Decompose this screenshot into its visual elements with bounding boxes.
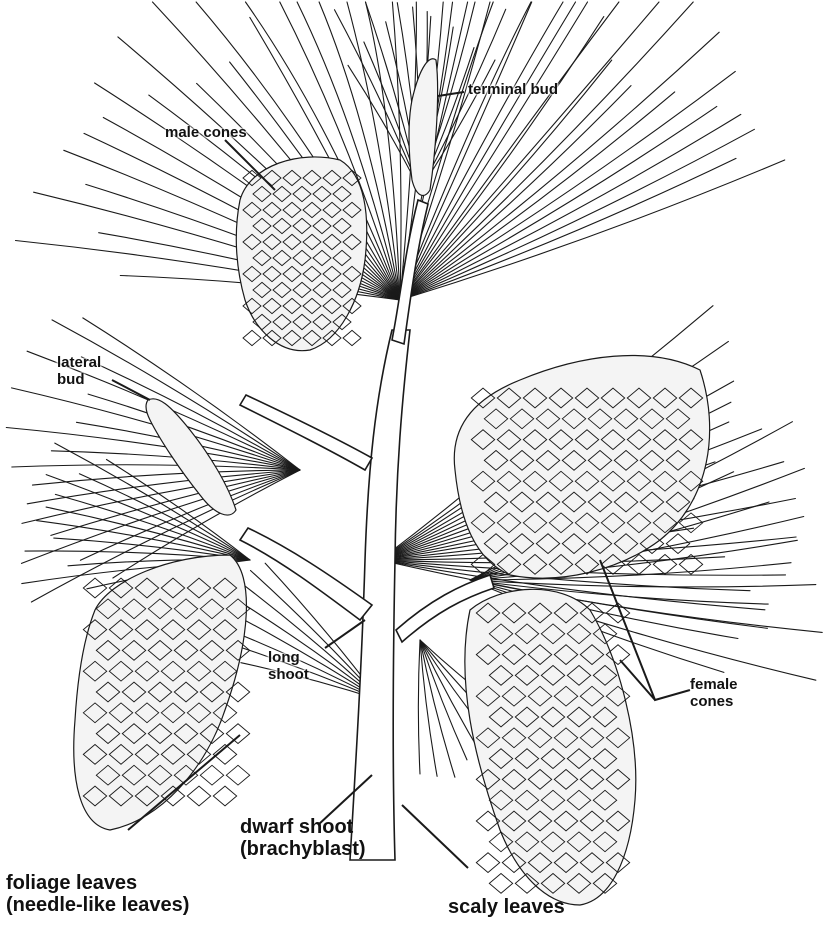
label-terminal-bud: terminal bud bbox=[468, 82, 558, 99]
cone-scale bbox=[243, 330, 261, 345]
label-long-shoot: long shoot bbox=[268, 650, 309, 684]
leader-long-shoot bbox=[325, 620, 365, 648]
label-lateral-bud-line2: bud bbox=[57, 372, 101, 389]
cone-scale bbox=[187, 786, 210, 806]
cone-scale bbox=[200, 765, 223, 785]
cone-scale bbox=[343, 330, 361, 345]
label-male-cones: male cones bbox=[165, 125, 247, 142]
leader-scaly-leaves bbox=[402, 805, 468, 868]
needle bbox=[27, 470, 300, 504]
label-dwarf-shoot-line1: dwarf shoot bbox=[240, 816, 366, 838]
cone-scale bbox=[476, 853, 499, 873]
needle bbox=[418, 640, 420, 774]
lateral-branch-stem bbox=[240, 395, 372, 470]
label-female-cones-line2: cones bbox=[690, 694, 738, 711]
needle bbox=[400, 32, 719, 300]
needle bbox=[12, 465, 300, 470]
label-dwarf-shoot: dwarf shoot (brachyblast) bbox=[240, 816, 366, 861]
label-foliage-leaves-line2: (needle-like leaves) bbox=[6, 894, 189, 916]
cone-scale bbox=[83, 578, 106, 598]
female-cone-left bbox=[74, 555, 247, 830]
lateral-bud-shape bbox=[146, 399, 236, 515]
lower-left-branch-stem bbox=[240, 528, 372, 620]
cone-scale bbox=[489, 874, 512, 894]
leader-lateral-bud bbox=[112, 380, 150, 400]
cone-scale bbox=[226, 724, 249, 744]
label-lateral-bud: lateral bud bbox=[57, 355, 101, 389]
cone-scale bbox=[226, 765, 249, 785]
terminal-bud-shape bbox=[409, 59, 438, 196]
label-foliage-leaves-line1: foliage leaves bbox=[6, 872, 189, 894]
needle bbox=[37, 521, 250, 560]
label-dwarf-shoot-line2: (brachyblast) bbox=[240, 838, 366, 860]
cone-scale bbox=[666, 534, 689, 554]
label-scaly-leaves: scaly leaves bbox=[448, 896, 565, 918]
needle bbox=[420, 640, 467, 760]
cone-scale bbox=[213, 786, 236, 806]
cone-scale bbox=[653, 555, 676, 575]
label-female-cones-line1: female bbox=[690, 677, 738, 694]
label-female-cones: female cones bbox=[690, 677, 738, 711]
needle bbox=[46, 507, 250, 560]
female-cone-lower bbox=[465, 589, 636, 905]
label-lateral-bud-line1: lateral bbox=[57, 355, 101, 372]
label-long-shoot-line2: shoot bbox=[268, 667, 309, 684]
label-foliage-leaves: foliage leaves (needle-like leaves) bbox=[6, 872, 189, 917]
label-long-shoot-line1: long bbox=[268, 650, 309, 667]
male-cones-cluster bbox=[236, 157, 366, 351]
needle bbox=[420, 640, 437, 776]
